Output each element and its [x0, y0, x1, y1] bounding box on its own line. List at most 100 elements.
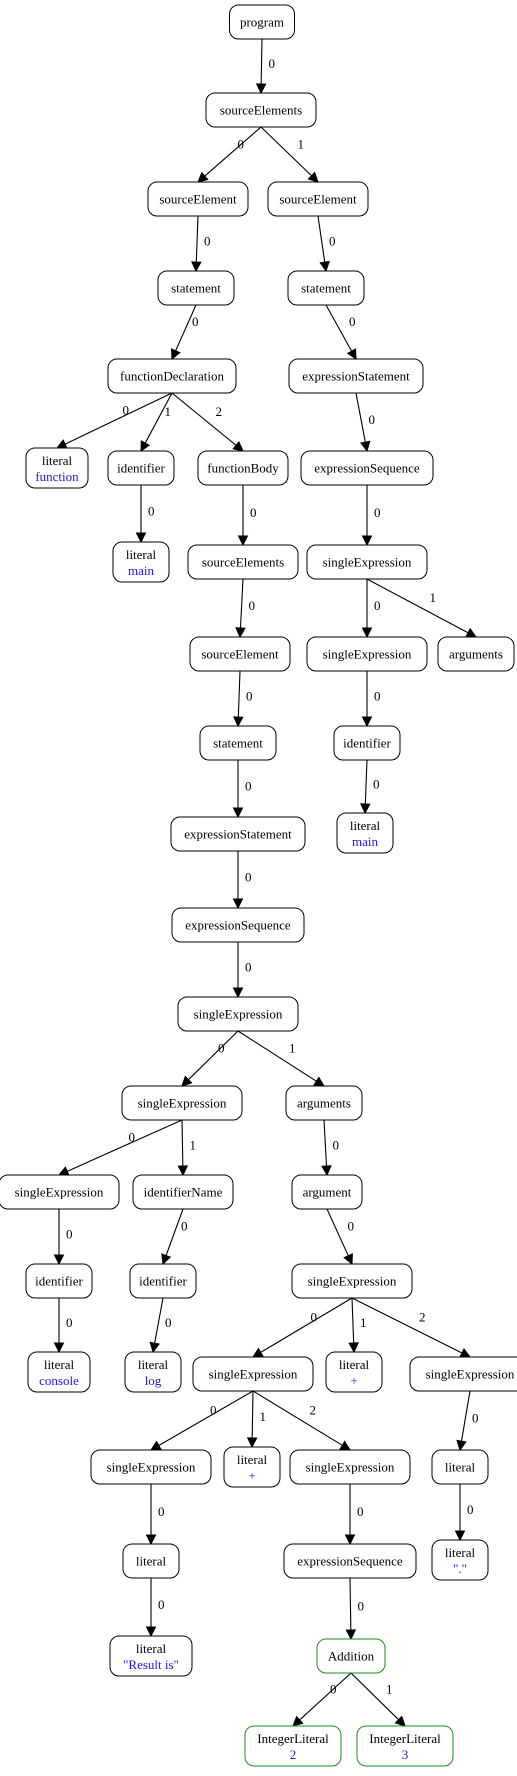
edge-arrowhead	[348, 1342, 359, 1354]
node-box	[124, 1351, 182, 1393]
node-single-expression-str: singleExpression	[90, 1449, 212, 1485]
edge-line	[165, 1208, 184, 1256]
edge-arrowhead	[233, 716, 244, 728]
edge-line	[351, 1297, 463, 1354]
edge-line	[323, 1119, 328, 1167]
edge-line	[204, 126, 262, 177]
node-label: sourceElement	[279, 192, 357, 207]
edge-arrowhead	[465, 627, 477, 638]
node-box	[288, 358, 424, 394]
edge-single-expression-dot-to-literal-dotwrap: 0	[456, 1390, 479, 1452]
edge-index-label: 0	[165, 1315, 172, 1330]
node-box	[90, 1449, 212, 1485]
edge-line	[195, 215, 199, 263]
node-function-body: functionBody	[197, 450, 289, 486]
edge-index-label: 1	[190, 1138, 197, 1153]
edge-arrowhead	[246, 1437, 258, 1449]
edge-arrowhead	[191, 261, 202, 273]
node-value: 2	[290, 1747, 297, 1762]
edge-index-label: 0	[369, 412, 376, 427]
node-box	[431, 1539, 489, 1581]
edge-line	[252, 1390, 343, 1446]
node-literal-strwrap: literal	[122, 1543, 180, 1579]
edge-line	[239, 578, 244, 629]
node-box	[223, 1446, 281, 1488]
edge-arrowhead	[456, 1439, 467, 1452]
edge-line	[237, 670, 241, 718]
node-value: +	[248, 1468, 255, 1483]
node-box	[431, 1449, 489, 1485]
node-box	[177, 996, 299, 1032]
node-box	[0, 1174, 120, 1210]
edge-arrowhead	[307, 171, 319, 183]
node-box	[244, 1725, 342, 1767]
edge-index-label: 0	[245, 779, 252, 794]
node-box	[291, 1263, 413, 1299]
edge-index-label: 0	[250, 505, 257, 520]
node-label: literal	[350, 818, 381, 833]
node-label: expressionStatement	[184, 827, 292, 842]
edge-arrowhead	[459, 1348, 472, 1358]
node-box	[267, 181, 369, 217]
edge-line	[460, 1390, 471, 1442]
node-value: console	[39, 1373, 79, 1388]
node-box	[287, 270, 365, 306]
node-label: functionBody	[207, 461, 279, 476]
node-label: literal	[44, 1357, 75, 1372]
edge-arrowhead	[149, 1341, 160, 1354]
node-box	[129, 1263, 197, 1299]
node-box	[306, 544, 428, 580]
edge-arrowhead	[181, 1075, 193, 1087]
node-single-expression-member: singleExpression	[121, 1085, 243, 1121]
node-identifier-name: identifierName	[132, 1174, 234, 1210]
node-label: expressionSequence	[297, 1554, 403, 1569]
edge-index-label: 0	[129, 1130, 136, 1145]
edge-single-expression-add2-to-single-expression-paren: 2	[252, 1390, 351, 1451]
node-single-expression-r1: singleExpression	[306, 544, 428, 580]
edge-index-label: 0	[158, 1597, 165, 1612]
edge-single-expression-add2-to-literal-plus2: 1	[246, 1390, 266, 1449]
edge-index-label: 0	[245, 960, 252, 975]
node-box	[289, 1449, 411, 1485]
edge-arrowhead	[161, 1253, 172, 1266]
edge-expression-sequence-body-to-single-expression-call: 0	[232, 942, 252, 999]
node-source-element-1: sourceElement	[267, 181, 369, 217]
edge-single-expression-add1-to-single-expression-add2: 0	[252, 1297, 353, 1358]
edge-index-label: 1	[298, 137, 305, 152]
node-label: arguments	[297, 1096, 351, 1111]
edge-line	[260, 126, 312, 177]
edge-line	[251, 1390, 254, 1439]
node-label: identifier	[117, 461, 165, 476]
node-box	[409, 1356, 517, 1392]
node-value: "Result is"	[123, 1657, 179, 1672]
node-box	[316, 1638, 386, 1674]
node-value: log	[145, 1373, 162, 1388]
edge-source-element-0-to-statement-l: 0	[191, 215, 211, 273]
edge-line	[351, 1297, 355, 1344]
edge-single-expression-r1-to-arguments-r: 1	[366, 578, 477, 638]
node-box	[285, 1085, 363, 1121]
edge-single-expression-paren-to-expression-sequence-paren: 0	[344, 1484, 364, 1546]
node-label: literal	[445, 1545, 476, 1560]
edge-arrowhead	[232, 807, 244, 819]
node-label: expressionSequence	[314, 461, 420, 476]
edge-index-label: 0	[148, 504, 155, 519]
edge-literal-dotwrap-to-literal-dot: 0	[454, 1484, 474, 1542]
edge-arrowhead	[237, 535, 249, 547]
edge-arrowhead	[232, 440, 244, 452]
edge-index-label: 0	[374, 505, 381, 520]
edge-index-label: 0	[373, 777, 380, 792]
node-label: literal	[339, 1357, 370, 1372]
edge-line	[158, 1390, 254, 1446]
edge-index-label: 1	[289, 1041, 296, 1056]
edge-arrowhead	[292, 1715, 304, 1727]
edge-arrowhead	[321, 1165, 332, 1177]
node-box	[121, 1085, 243, 1121]
edge-index-label: 0	[181, 1219, 188, 1234]
node-label: literal	[136, 1641, 167, 1656]
edge-arrowhead	[53, 1342, 65, 1354]
edge-line	[188, 1030, 239, 1081]
node-literal-plus1: literal+	[325, 1351, 383, 1393]
